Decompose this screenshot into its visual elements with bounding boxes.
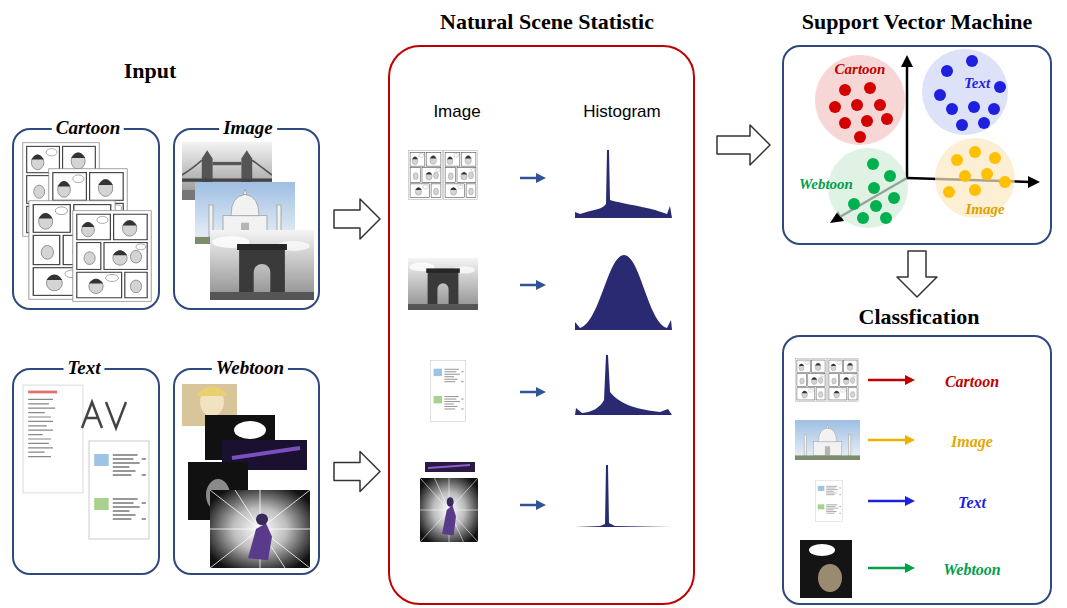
cluster-circle: Image	[935, 138, 1015, 218]
node-heading: Cartoon	[835, 60, 886, 78]
block-arrow	[897, 251, 937, 297]
node-heading: Natural Scene Statistic	[440, 9, 654, 35]
input-box: Image	[173, 128, 320, 310]
node-text: Webtoon	[943, 560, 1000, 579]
node-text: Image	[951, 432, 993, 451]
classifier-panel: Support Vector MachineCartoonTextWebtoon…	[782, 45, 1052, 245]
block-arrow	[334, 452, 380, 492]
input-box: Text	[12, 368, 160, 575]
node-heading: Image	[965, 200, 1004, 218]
section-title: Input	[124, 58, 177, 84]
cluster-circle: Cartoon	[815, 55, 905, 145]
node-text: Image	[433, 102, 480, 122]
node-heading: Text	[964, 74, 990, 92]
node-heading: Text	[63, 357, 104, 380]
input-box: Cartoon	[12, 128, 160, 310]
node-text: Cartoon	[945, 372, 999, 391]
result-panel: ClassficationCartoonImageTextWebtoon	[782, 335, 1052, 605]
node-text: Text	[958, 493, 986, 512]
input-box: Webtoon	[173, 368, 320, 575]
node-text: Histogram	[583, 102, 660, 122]
node-heading: Classfication	[859, 304, 980, 330]
cluster-shape	[922, 49, 1008, 135]
node-heading: Support Vector Machine	[802, 9, 1033, 35]
node-heading: Cartoon	[52, 117, 124, 140]
block-arrow	[717, 125, 770, 165]
cluster-circle: Webtoon	[828, 148, 908, 228]
node-heading: Webtoon	[799, 175, 853, 193]
block-arrow	[334, 199, 380, 239]
node-heading: Webtoon	[212, 357, 288, 380]
process-panel: Natural Scene StatisticImageHistogram	[388, 45, 695, 605]
node-heading: Image	[219, 117, 277, 140]
cluster-circle: Text	[922, 49, 1008, 135]
